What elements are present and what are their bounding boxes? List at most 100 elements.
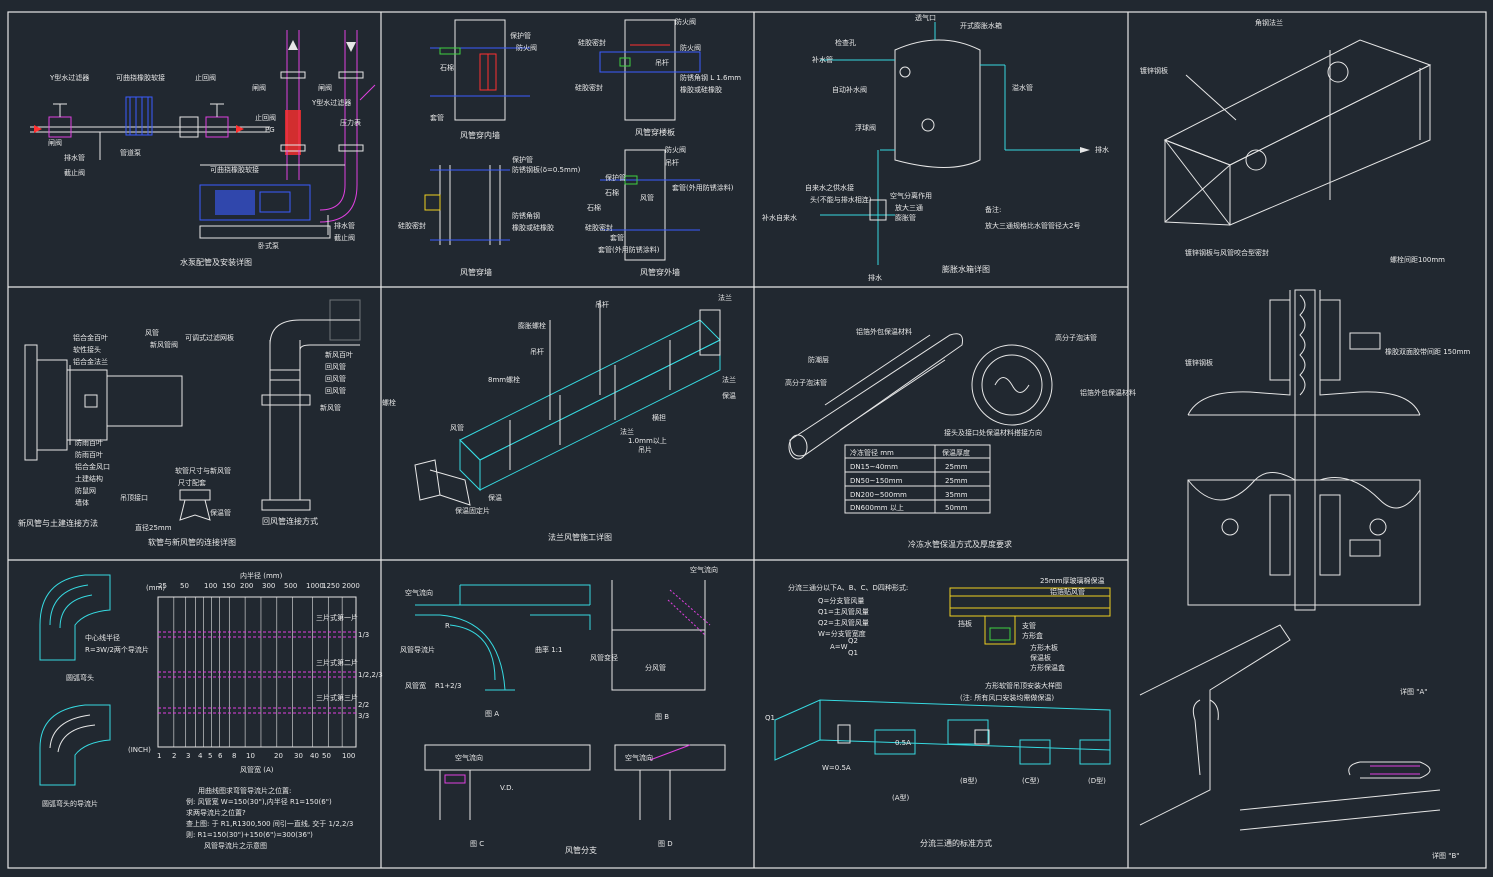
- branch-label: R1+2/3: [435, 682, 461, 690]
- conn-label: 新风百叶: [325, 350, 353, 359]
- fd-label: 法兰: [718, 293, 732, 302]
- branch-label: R: [445, 622, 450, 630]
- tee-label: 25mm厚玻璃棉保温: [1040, 576, 1105, 585]
- pump-label: 闸阀: [252, 83, 266, 92]
- tee-block-title: 方形软管吊顶安装大样图: [985, 681, 1062, 690]
- bottom-tick: 30: [294, 752, 303, 760]
- bottom-tick: 8: [232, 752, 236, 760]
- insulation-title: 冷冻水管保温方式及厚度要求: [908, 539, 1012, 549]
- elbow-note: 求两导流片之位置?: [186, 808, 246, 817]
- fd-label: 保温: [722, 391, 736, 400]
- duct-label: 吊杆: [665, 158, 679, 167]
- fd-label: 法兰: [620, 427, 634, 436]
- pump-label: 可曲挠橡胶软接: [116, 73, 165, 82]
- tank-label: 补水自来水: [762, 213, 797, 222]
- tee-intro: Q2: [848, 637, 858, 645]
- tee-label: 挡板: [958, 619, 972, 628]
- tee-label: 方形保温盒: [1030, 663, 1065, 672]
- tank-label: 头(不能与排水相连): [810, 195, 872, 204]
- tee-dim: W=0.5A: [822, 764, 851, 772]
- pump-label: 排水管: [334, 221, 355, 230]
- tee-intro: W=分支管宽度: [818, 629, 866, 638]
- conn-label: 保温管: [210, 508, 231, 517]
- conn-label: 防雨百叶: [75, 450, 103, 459]
- elbow-title: 圆弧弯头的导流片: [42, 799, 98, 808]
- right-tick: 3/3: [358, 712, 369, 720]
- fd-label: 1.0mm以上: [628, 436, 667, 445]
- ins-label: 高分子泡沫管: [1055, 333, 1097, 342]
- branch-label: 空气流向: [405, 588, 433, 597]
- ins-label: 防潮层: [808, 355, 829, 364]
- tank-label: 空气分离作用: [890, 191, 932, 200]
- top-tick: 1000: [306, 582, 324, 590]
- panel-tank: [820, 22, 1090, 265]
- panel-flange-duct-text: 吊杆 膨胀螺栓 吊杆 法兰 法兰 8mm螺栓 保温 风管 横担 螺栓 法兰 1.…: [382, 293, 736, 542]
- elbow-band: 三片式第三片: [316, 693, 358, 702]
- branch-label: 空气流向: [455, 753, 483, 762]
- duct-wall-title: 风管穿墙: [460, 267, 492, 277]
- tank-label: 浮球阀: [855, 123, 876, 132]
- tank-label: 透气口: [915, 13, 936, 22]
- conn-label: 铝合金法兰: [73, 357, 108, 366]
- right-tick: 1/2,2/3: [358, 671, 383, 679]
- duct-wall-title: 风管穿楼板: [635, 127, 675, 137]
- bottom-tick: 2: [172, 752, 176, 760]
- conn-label: 回风管: [325, 386, 346, 395]
- tee-title: 分流三通的标准方式: [920, 838, 992, 848]
- tee-intro: A=W: [830, 643, 848, 651]
- duct-label: 保护管: [510, 31, 531, 40]
- pump-label: 管道泵: [120, 148, 141, 157]
- bottom-tick: 3: [186, 752, 190, 760]
- tank-label: 放大三通: [895, 203, 923, 212]
- duct-wall-title: 风管穿外墙: [640, 267, 680, 277]
- conn-label: 防雨百叶: [75, 438, 103, 447]
- bottom-tick: 4: [198, 752, 203, 760]
- pump-label: Y型水过滤器: [311, 98, 351, 107]
- duct-label: 防火阀: [665, 145, 686, 154]
- sheet-frame: [7, 11, 1487, 869]
- ins-table-cell: 35mm: [945, 491, 968, 499]
- pump-label: Y型水过滤器: [49, 73, 89, 82]
- duct-label: 防火阀: [675, 17, 696, 26]
- panel-insulation: [788, 333, 1053, 460]
- tank-title: 膨胀水箱详图: [942, 264, 990, 274]
- conn-label: 新风管: [320, 403, 341, 412]
- elbow-band: 三片式第一片: [316, 613, 358, 622]
- elbow-bottom-ticks: 1 2 3 4 5 6 8 10 20 30 40 50 100: [157, 752, 355, 760]
- flange-angle-label: 镀锌钢板: [1140, 66, 1168, 75]
- conn-label: 直径25mm: [135, 523, 172, 532]
- panel-pump-text: Y型水过滤器 可曲挠橡胶软接 止回阀 闸阀 排水管 截止阀 管道泵 可曲挠橡胶软…: [48, 73, 361, 267]
- fdet-label: 螺栓间距100mm: [1390, 255, 1445, 264]
- conn-label: 土建结构: [75, 474, 103, 483]
- duct-label: 硅胶密封: [578, 38, 606, 47]
- fd-label: 8mm螺栓: [488, 375, 520, 384]
- duct-label: 保护管: [605, 173, 626, 182]
- top-tick: 500: [284, 582, 297, 590]
- duct-label: 石棉: [605, 188, 619, 197]
- conn-label: 铝合金百叶: [73, 333, 108, 342]
- panel-flange-detail: [1139, 289, 1441, 831]
- elbow-top-ticks: 25 50 100 150 200 300 500 1000 1250 2000: [158, 582, 360, 590]
- conn-label: 风管: [145, 328, 159, 337]
- ins-label: 铝箔外包保温材料: [856, 327, 912, 336]
- top-tick: 200: [240, 582, 253, 590]
- panel-connection-text: 铝合金百叶 软性接头 铝合金法兰 风管 新风管阀 防雨百叶 可调式过滤网板 防雨…: [18, 328, 353, 547]
- fd-label: 吊杆: [595, 300, 609, 309]
- panel-duct-wall: [424, 19, 701, 261]
- pump-code: PG: [265, 126, 275, 134]
- elbow-unit: (mm): [146, 584, 165, 592]
- duct-label: 硅胶密封: [585, 223, 613, 232]
- ins-table-cell: 25mm: [945, 463, 968, 471]
- tank-label: 检查孔: [835, 38, 856, 47]
- right-tick: 2/2: [358, 701, 369, 709]
- tee-block-subtitle: (注: 所有风口安装均需做保温): [960, 693, 1054, 702]
- elbow-note: 查上图: 于 R1,R1300,500 间引一直线, 交于 1/2,2/3: [186, 819, 353, 828]
- conn-label: 新风管阀: [150, 340, 178, 349]
- bottom-tick: 20: [274, 752, 283, 760]
- pump-label: 卧式泵: [258, 241, 279, 250]
- fd-label: 法兰: [722, 375, 736, 384]
- conn-label: 铝合金风口: [75, 462, 110, 471]
- bottom-tick: 1: [157, 752, 161, 760]
- tee-letter: (C型): [1022, 776, 1040, 785]
- panel-flange-duct: [414, 300, 721, 506]
